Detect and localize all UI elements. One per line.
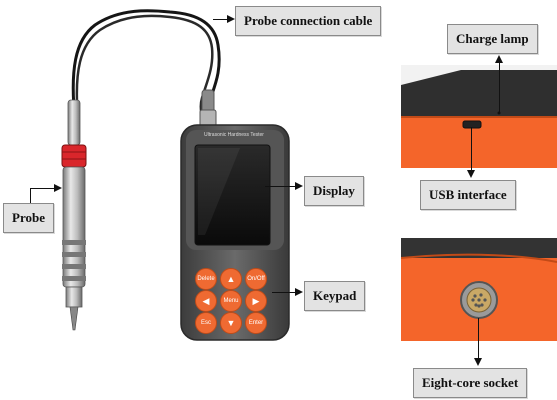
display-arrow — [295, 182, 303, 190]
charge-lamp-arrow — [495, 55, 503, 63]
charge-lamp-leader — [499, 62, 500, 112]
usb-closeup-photo — [401, 65, 557, 168]
delete-key[interactable]: Delete — [195, 268, 217, 290]
esc-key[interactable]: Esc — [195, 312, 217, 334]
usb-arrow — [467, 170, 475, 178]
keypad-leader — [272, 292, 300, 293]
usb-interface-label: USB interface — [420, 180, 516, 210]
probe-arrow — [54, 184, 62, 192]
menu-key[interactable]: Menu — [220, 290, 242, 312]
socket-arrow — [474, 358, 482, 366]
socket-closeup-photo — [401, 238, 557, 341]
onoff-key[interactable]: On/Off — [245, 268, 267, 290]
device-screen — [194, 144, 271, 246]
display-leader — [265, 186, 301, 187]
eight-core-socket-label: Eight-core socket — [413, 368, 528, 398]
down-arrow-key[interactable]: ▼ — [220, 312, 242, 334]
charge-lamp-indicator — [497, 111, 501, 115]
probe-body — [61, 99, 87, 331]
probe-label: Probe — [3, 203, 54, 233]
keypad-arrow — [295, 288, 303, 296]
keypad-label: Keypad — [304, 281, 366, 311]
device-screen-title: Ultrasonic Hardness Tester — [204, 132, 264, 138]
right-arrow-key[interactable]: ▶ — [245, 290, 267, 312]
enter-key[interactable]: Enter — [245, 312, 267, 334]
probe-cable-leader — [213, 19, 233, 20]
charge-lamp-label: Charge lamp — [447, 24, 538, 54]
probe-cable-arrow — [227, 15, 235, 23]
display-label: Display — [304, 176, 364, 206]
probe-leader-h — [30, 188, 56, 189]
usb-port — [462, 120, 482, 129]
probe-cable-label: Probe connection cable — [235, 6, 382, 36]
usb-leader — [471, 127, 472, 171]
left-arrow-key[interactable]: ◀ — [195, 290, 217, 312]
socket-leader — [478, 318, 479, 360]
probe-leader-v — [30, 188, 31, 203]
probe-cable — [71, 9, 221, 129]
up-arrow-key[interactable]: ▲ — [220, 268, 242, 290]
